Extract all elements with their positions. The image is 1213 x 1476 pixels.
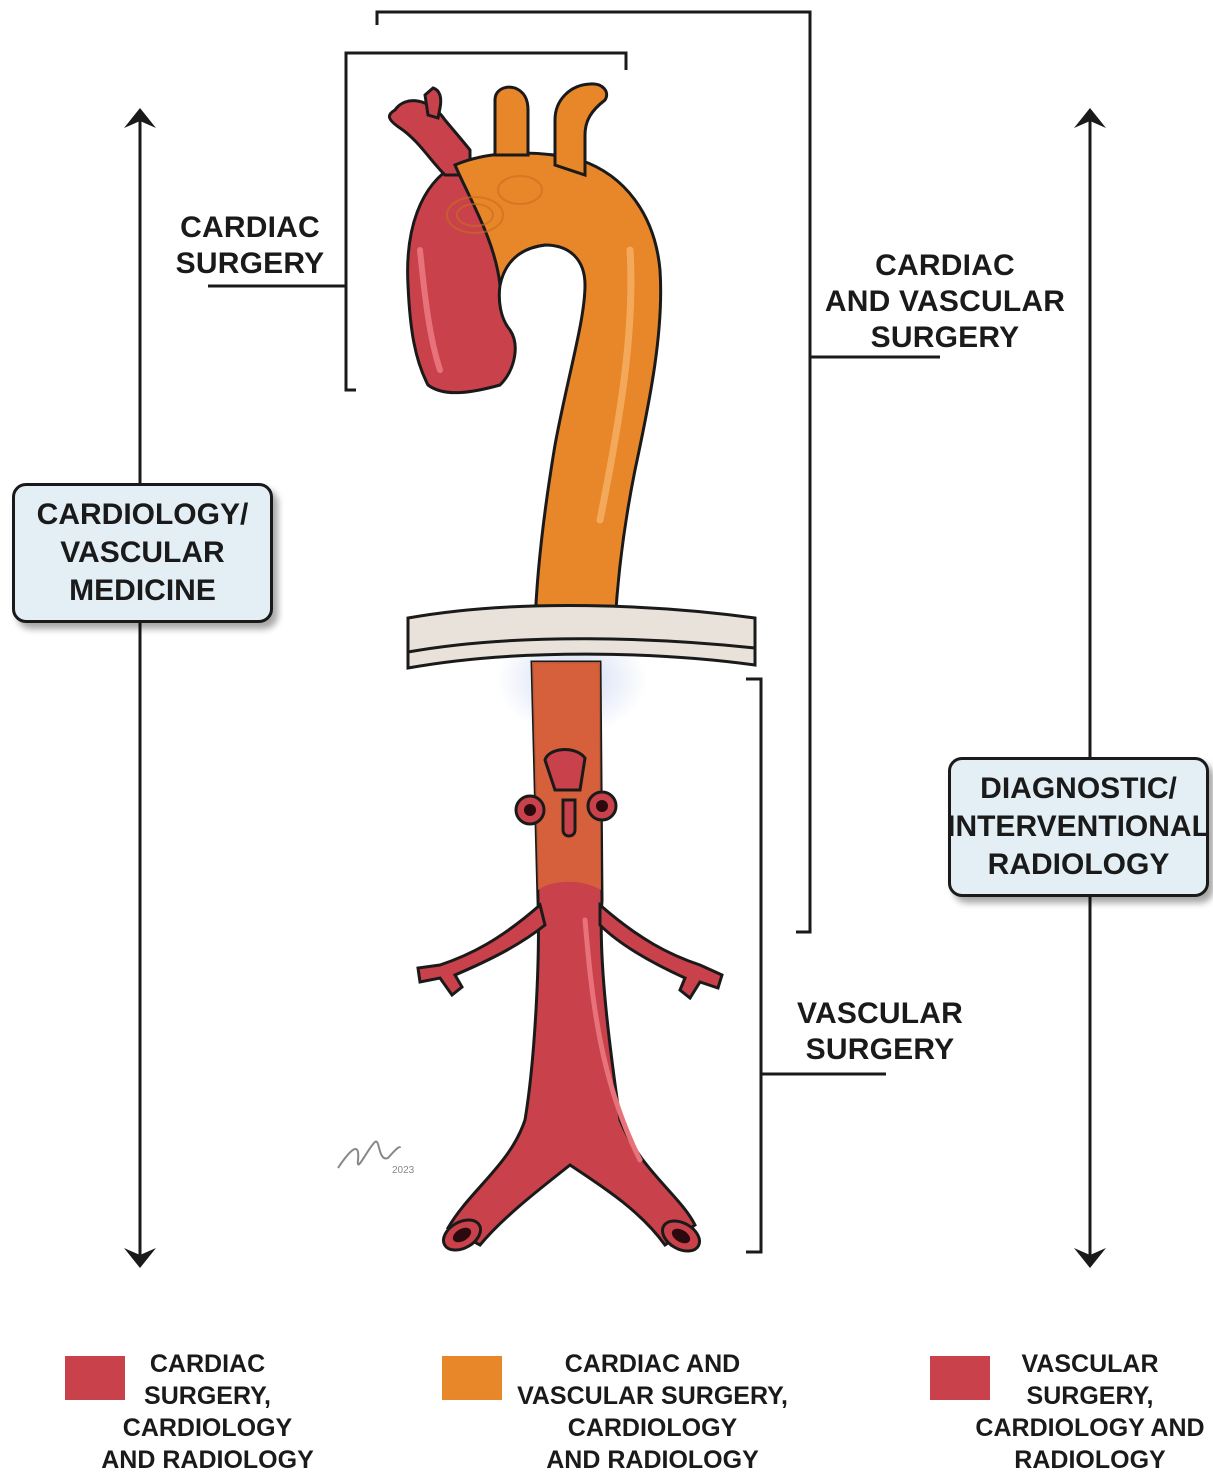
abdominal-aorta xyxy=(418,662,722,1257)
legend-text-cardiac: CARDIAC SURGERY, CARDIOLOGY AND RADIOLOG… xyxy=(95,1348,320,1476)
cardiology-vascular-medicine-box: CARDIOLOGY/ VASCULAR MEDICINE xyxy=(12,483,273,623)
vascular-surgery-label: VASCULAR SURGERY xyxy=(780,996,980,1068)
svg-text:2023: 2023 xyxy=(392,1165,415,1176)
interventional-radiology-box: DIAGNOSTIC/ INTERVENTIONAL RADIOLOGY xyxy=(948,757,1209,897)
legend-swatch-cardiac-vascular xyxy=(442,1356,502,1400)
legend-text-cardiac-vascular: CARDIAC AND VASCULAR SURGERY, CARDIOLOGY… xyxy=(515,1348,790,1476)
cardiac-vascular-surgery-label: CARDIAC AND VASCULAR SURGERY xyxy=(815,248,1075,356)
cardiac-surgery-label: CARDIAC SURGERY xyxy=(165,210,335,282)
legend-text-vascular: VASCULAR SURGERY, CARDIOLOGY AND RADIOLO… xyxy=(975,1348,1205,1476)
radiology-range-arrow xyxy=(1074,108,1106,1268)
cardiology-range-arrow xyxy=(124,108,156,1268)
vascular-surgery-bracket xyxy=(746,679,761,1252)
artist-signature: 2023 xyxy=(338,1142,415,1176)
